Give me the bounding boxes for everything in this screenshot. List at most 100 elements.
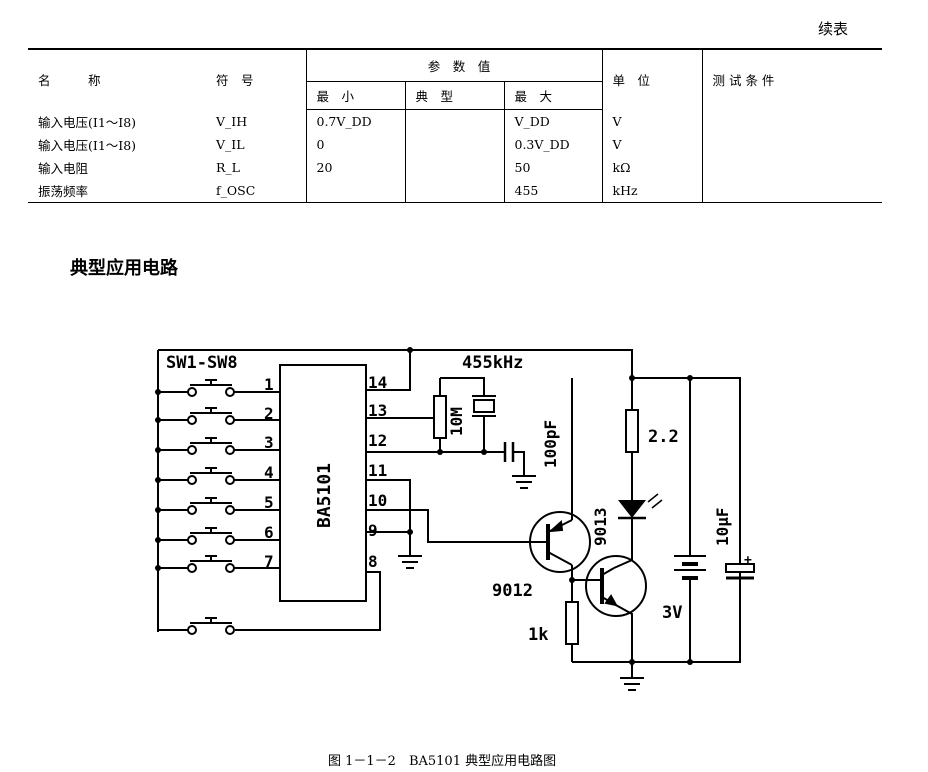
ic-body <box>279 364 367 602</box>
resistor-10m <box>433 395 447 439</box>
resistor-10m-label: 10M <box>447 407 466 436</box>
pin-label: 13 <box>368 401 387 420</box>
junction-dot <box>629 375 635 381</box>
table-header-row: 名 称 符 号 参 数 值 单 位 测 试 条 件 <box>28 48 882 110</box>
cell-max: 455 <box>503 179 602 203</box>
figure-caption: 图 1－1－2 BA5101 典型应用电路图 <box>328 754 557 769</box>
cap-10uf-label: 10μF <box>713 507 732 546</box>
cap-100pf-label: 100pF <box>541 420 560 468</box>
cell-unit: V <box>601 133 702 156</box>
pin-label: 11 <box>368 461 387 480</box>
pin-label: 3 <box>264 433 274 452</box>
junction-dot <box>155 447 161 453</box>
junction-dot <box>569 577 575 583</box>
pin-label: 12 <box>368 431 387 450</box>
cell-name: 输入电压(I1～I8) <box>38 114 137 130</box>
table-subheader-row: 最 小 典 型 最 大 <box>28 81 882 110</box>
header-param-value: 参 数 值 <box>305 48 602 82</box>
cell-condition <box>701 156 882 179</box>
push-switch <box>158 379 280 397</box>
switch-range-label: SW1-SW8 <box>166 353 238 373</box>
cell-condition <box>701 133 882 156</box>
push-switch <box>158 467 280 485</box>
cell-max: V_DD <box>503 109 602 133</box>
pin-label: 6 <box>264 523 274 542</box>
junction-dot <box>155 477 161 483</box>
frequency-label: 455kHz <box>462 353 523 373</box>
transistor-9013 <box>585 555 647 617</box>
junction-dot <box>481 449 487 455</box>
cell-unit: V <box>601 109 702 133</box>
pin-label: 9 <box>368 521 378 540</box>
table-row: 输入电压(I1～I8) V_IH 0.7V_DD V_DD V <box>28 109 882 133</box>
cell-max: 50 <box>503 156 602 179</box>
cell-min: 0 <box>305 133 405 156</box>
cell-symbol: f_OSC <box>206 179 306 203</box>
pin-label: 10 <box>368 491 387 510</box>
cell-symbol: V_IH <box>216 113 248 129</box>
cell-unit: kΩ <box>601 156 702 179</box>
junction-dot <box>155 565 161 571</box>
cell-symbol: V_IL <box>216 137 245 152</box>
continued-label: 续表 <box>818 20 849 38</box>
resistor-1k <box>565 601 579 645</box>
crystal-body <box>473 399 495 413</box>
resistor-1k-label: 1k <box>528 625 548 645</box>
ic-label: BA5101 <box>314 463 335 528</box>
cell-typ <box>404 133 504 156</box>
cap-10uf <box>725 563 755 662</box>
table-row: 输入电阻 R_L 20 50 kΩ <box>28 156 882 179</box>
section-heading: 典型应用电路 <box>70 258 178 279</box>
pin-label: 8 <box>368 552 378 571</box>
junction-dot <box>155 507 161 513</box>
push-switch <box>158 617 235 635</box>
pin-label: 14 <box>368 373 387 392</box>
header-symbol: 符 号 <box>206 48 306 110</box>
push-switch <box>158 407 280 425</box>
push-switch <box>158 497 280 515</box>
cell-name: 振荡频率 <box>28 179 206 203</box>
cell-symbol: R_L <box>216 160 240 175</box>
ground-symbol <box>398 555 422 569</box>
wires <box>157 349 741 678</box>
header-max: 最 大 <box>503 81 602 110</box>
cell-typ <box>404 109 504 133</box>
ground-symbol <box>620 677 644 691</box>
header-unit: 单 位 <box>601 48 702 110</box>
header-test-condition: 测 试 条 件 <box>701 48 882 110</box>
cell-unit: kHz <box>601 179 702 203</box>
push-switch <box>158 437 280 455</box>
header-name: 名 称 <box>28 48 206 110</box>
pin-label: 1 <box>264 375 274 394</box>
transistor-9013-label: 9013 <box>591 507 610 546</box>
battery-3v-label: 3V <box>662 603 682 623</box>
battery-3v <box>674 555 706 580</box>
cell-name: 输入电阻 <box>38 161 89 176</box>
resistor-2-2-label: 2.2 <box>648 427 679 447</box>
transistor-9012-label: 9012 <box>492 581 533 601</box>
push-switch <box>158 527 280 545</box>
pin-label: 5 <box>264 493 274 512</box>
junction-dot <box>155 417 161 423</box>
cap-polarity-label: + <box>744 553 752 568</box>
junction-dot <box>155 389 161 395</box>
pin-label: 2 <box>264 404 274 423</box>
resistor-2-2 <box>625 409 639 453</box>
cell-max: 0.3V_DD <box>503 133 602 156</box>
cell-min <box>305 179 405 203</box>
cell-typ <box>404 156 504 179</box>
cell-condition <box>701 109 882 133</box>
cell-condition <box>701 179 882 203</box>
pin-label: 7 <box>264 552 274 571</box>
ground-symbol <box>512 475 536 489</box>
led <box>618 493 663 520</box>
junction-dot <box>407 347 413 353</box>
junction-dot <box>437 449 443 455</box>
junction-dot <box>687 659 693 665</box>
junction-dot <box>687 375 693 381</box>
junction-dot <box>155 537 161 543</box>
cell-typ <box>404 179 504 203</box>
junction-dot <box>629 659 635 665</box>
parameter-table: 名 称 符 号 参 数 值 单 位 测 试 条 件 最 小 典 型 最 大 输入… <box>28 48 882 203</box>
